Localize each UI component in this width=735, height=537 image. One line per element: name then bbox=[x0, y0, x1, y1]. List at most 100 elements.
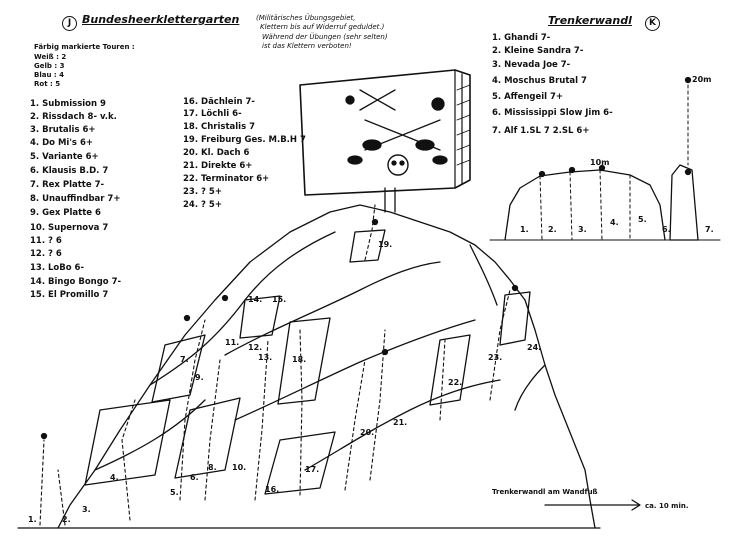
trenker-route-item: 3. Nevada Joe 7- bbox=[492, 60, 571, 70]
trenker-outline bbox=[504, 169, 666, 241]
trenker-route-labels: 1. 2. 3. 4. 5. 6. 7. 20m 10m bbox=[520, 75, 714, 234]
topo-route-labels: 1. 2. 3. 4. 5. 6. 7. 8. 9. 10. 11. 12. 1… bbox=[28, 240, 541, 524]
trenker-route-item: 4. Moschus Brutal 7 bbox=[492, 76, 587, 86]
topo-label-18: 18. bbox=[292, 355, 306, 364]
slab-16-17 bbox=[264, 431, 336, 495]
route-item: 10. Supernova 7 bbox=[30, 223, 109, 233]
area-badge-j: J bbox=[62, 12, 77, 31]
topo-label-22: 22. bbox=[448, 378, 462, 387]
topo-label-20: 20. bbox=[360, 428, 374, 437]
crag-ridge-7 bbox=[514, 364, 546, 411]
sign-board-edge bbox=[454, 69, 463, 189]
topo-label-2: 2. bbox=[62, 515, 71, 524]
area-title: Bundesheerklettergarten bbox=[82, 13, 240, 26]
crag-ridge-5 bbox=[304, 379, 501, 471]
topo-label-8: 8. bbox=[208, 463, 217, 472]
trenker-label-6: 6. bbox=[662, 225, 671, 234]
route-item: 17. Löchli 6- bbox=[183, 109, 242, 119]
route-item: 4. Do Mi's 6+ bbox=[30, 138, 93, 148]
slab-23 bbox=[499, 291, 531, 346]
trenker-label-1: 1. bbox=[520, 225, 529, 234]
topo-label-11: 11. bbox=[225, 338, 239, 347]
topo-label-4: 4. bbox=[110, 473, 119, 482]
route-item: 21. Direkte 6+ bbox=[183, 161, 253, 171]
slab-17-18 bbox=[277, 317, 331, 405]
slab-center-left bbox=[174, 397, 241, 479]
topo-label-19: 19. bbox=[378, 240, 392, 249]
skull-eye-right bbox=[399, 160, 405, 166]
route-item: 18. Christalis 7 bbox=[183, 122, 256, 132]
route-item: 1. Submission 9 bbox=[30, 99, 106, 109]
access-time: ca. 10 min. bbox=[645, 502, 689, 510]
trenker-height-20m: 20m bbox=[692, 75, 711, 84]
trenker-label-2: 2. bbox=[548, 225, 557, 234]
route-item: 14. Bingo Bongo 7- bbox=[30, 277, 122, 287]
trenker-tower bbox=[669, 164, 699, 241]
route-item: 12. ? 6 bbox=[30, 249, 62, 259]
legend-blue: Blau : 4 bbox=[34, 71, 64, 79]
slab-19 bbox=[349, 229, 386, 263]
crag-outline bbox=[57, 204, 596, 529]
route-item: 15. El Promillo 7 bbox=[30, 290, 109, 300]
topo-label-12: 12. bbox=[248, 343, 262, 352]
legend-yellow: Gelb : 3 bbox=[34, 62, 65, 70]
skull-eye-left bbox=[391, 160, 397, 166]
trenker-route-item: 1. Ghandi 7- bbox=[492, 33, 551, 43]
slab-left-mid bbox=[151, 334, 206, 403]
topo-label-9: 9. bbox=[195, 373, 204, 382]
legend-white: Weiß : 2 bbox=[34, 53, 67, 61]
route-item: 22. Terminator 6+ bbox=[183, 174, 270, 184]
area-badge-k: K bbox=[645, 12, 660, 31]
trenker-route-item: 5. Affengeil 7+ bbox=[492, 92, 564, 102]
route-item: 20. Kl. Dach 6 bbox=[183, 148, 250, 158]
trenker-title: Trenkerwandl bbox=[548, 14, 632, 27]
trenker-label-7: 7. bbox=[705, 225, 714, 234]
route-item: 5. Variante 6+ bbox=[30, 152, 99, 162]
slab-left-lower bbox=[84, 399, 171, 486]
route-item: 13. LoBo 6- bbox=[30, 263, 84, 273]
topo-label-1: 1. bbox=[28, 515, 37, 524]
area-note-3: Während der Übungen (sehr selten) bbox=[262, 33, 388, 41]
area-note-4: ist das Klettern verboten! bbox=[262, 42, 352, 50]
trenker-face-lines bbox=[539, 169, 631, 241]
route-item: 11. ? 6 bbox=[30, 236, 62, 246]
topo-label-24: 24. bbox=[527, 343, 541, 352]
skull bbox=[387, 154, 409, 176]
area-note-1: (Militärisches Übungsgebiet, bbox=[256, 14, 356, 22]
route-item: 9. Gex Platte 6 bbox=[30, 208, 101, 218]
crag-ridge-3 bbox=[234, 319, 476, 421]
slab-14-15 bbox=[239, 295, 281, 339]
topo-label-16: 16. bbox=[265, 485, 279, 494]
topo-label-13: 13. bbox=[258, 353, 272, 362]
crag-ridge-6 bbox=[469, 244, 498, 306]
legend-heading: Färbig markierte Touren : bbox=[34, 43, 135, 51]
topo-label-7: 7. bbox=[180, 355, 189, 364]
access-note: Trenkerwandl am Wandfuß bbox=[492, 488, 598, 496]
trenker-label-3: 3. bbox=[578, 225, 587, 234]
area-note-2: Klettern bis auf Widerruf geduldet.) bbox=[260, 23, 385, 31]
route-item: 8. Unauffindbar 7+ bbox=[30, 194, 121, 204]
route-item: 16. Dächlein 7- bbox=[183, 97, 255, 107]
trenker-belays bbox=[538, 76, 692, 178]
route-item: 23. ? 5+ bbox=[183, 187, 222, 197]
crag-ridge-4 bbox=[94, 399, 206, 471]
slab-22 bbox=[429, 334, 471, 406]
route-item: 2. Rissdach 8- v.k. bbox=[30, 112, 117, 122]
sign-board bbox=[299, 69, 471, 196]
belay-markers bbox=[40, 218, 519, 440]
trenker-route-item: 6. Mississippi Slow Jim 6- bbox=[492, 108, 613, 118]
route-item: 7. Rex Platte 7- bbox=[30, 180, 105, 190]
topo-label-23: 23. bbox=[488, 353, 502, 362]
topo-label-6: 6. bbox=[190, 473, 199, 482]
topo-label-5: 5. bbox=[170, 488, 179, 497]
crag-ridge-2 bbox=[224, 261, 441, 356]
route-item: 19. Freiburg Ges. M.B.H 7 bbox=[183, 135, 306, 145]
route-lines bbox=[39, 204, 511, 526]
topo-label-3: 3. bbox=[82, 505, 91, 514]
crossed-bones bbox=[359, 89, 441, 151]
crag-ridge-1 bbox=[149, 231, 336, 386]
topo-label-15: 15. bbox=[272, 295, 286, 304]
route-item: 6. Klausis B.D. 7 bbox=[30, 166, 109, 176]
trenker-label-4: 4. bbox=[610, 218, 619, 227]
